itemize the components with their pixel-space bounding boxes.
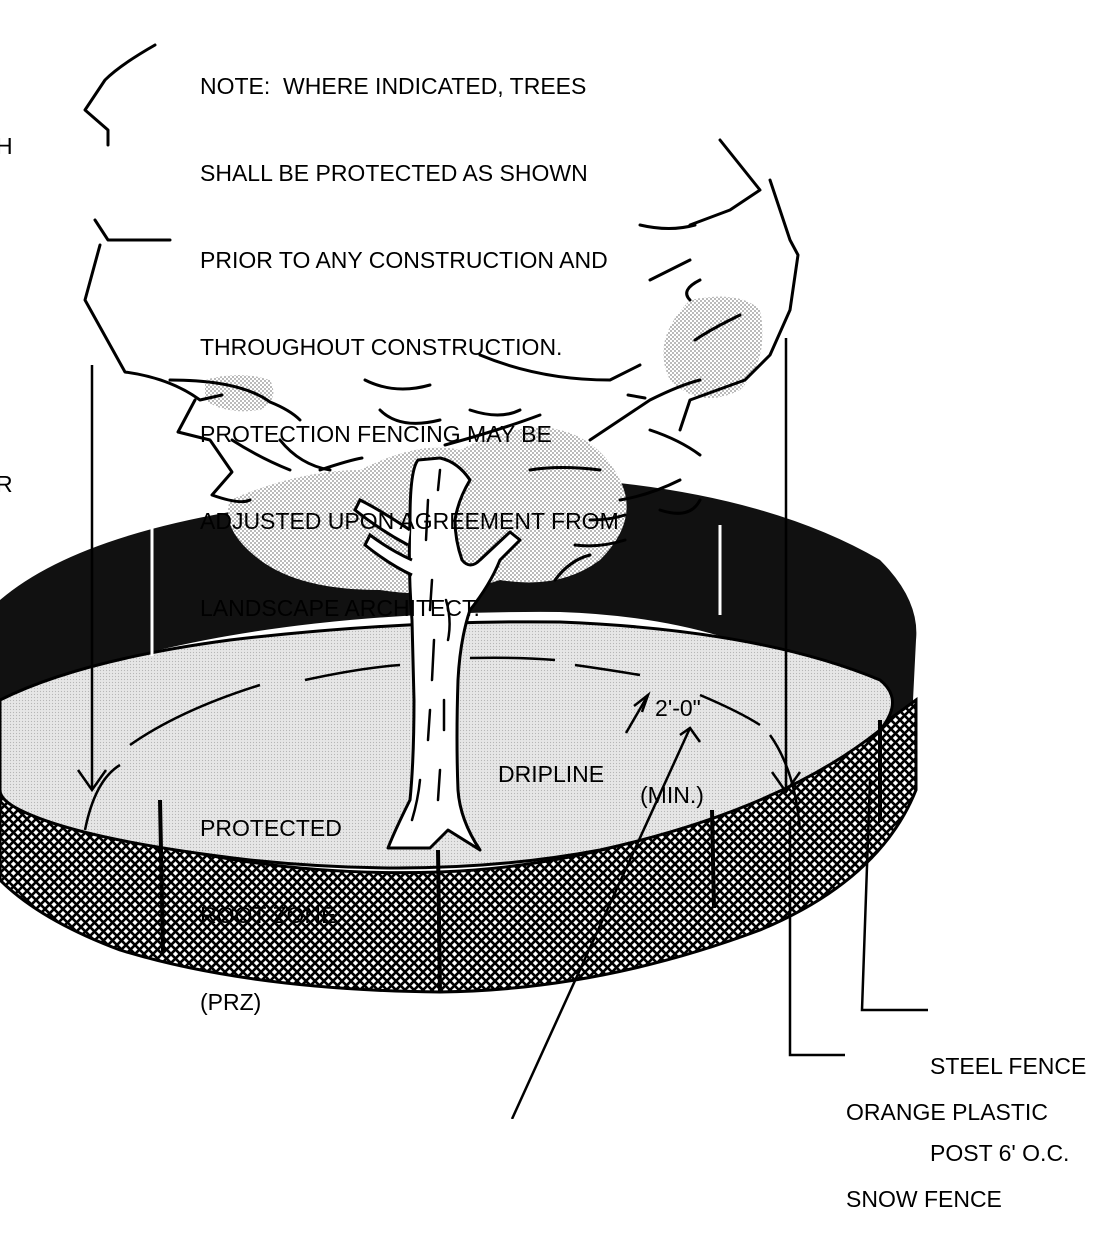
snow-fence-callout: ORANGE PLASTIC SNOW FENCE <box>846 1040 1048 1243</box>
tree-protection-detail-drawing <box>0 43 928 1119</box>
note-line-3: PRIOR TO ANY CONSTRUCTION AND <box>200 247 608 273</box>
steel-post-line-1: STEEL FENCE <box>930 1053 1087 1079</box>
note-line-7: LANDSCAPE ARCHITECT. <box>200 595 480 621</box>
back-fence-posts <box>150 525 722 656</box>
note-line-5: PROTECTION FENCING MAY BE <box>200 421 552 447</box>
snow-fence-line-1: ORANGE PLASTIC <box>846 1099 1048 1125</box>
tree-trunk <box>353 456 522 852</box>
note-line-2: SHALL BE PROTECTED AS SHOWN <box>200 160 588 186</box>
steel-fence-posts <box>158 720 882 993</box>
offset-dimension-label: 2'-0" (MIN.) <box>640 636 704 839</box>
canopy-shade-right <box>663 296 763 398</box>
offset-min: (MIN.) <box>640 782 704 808</box>
note-line-6: ADJUSTED UPON AGREEMENT FROM <box>200 508 619 534</box>
note-line-1: NOTE: WHERE INDICATED, TREES <box>200 73 587 99</box>
note-line-4: THROUGHOUT CONSTRUCTION. <box>200 334 563 360</box>
prz-label-line-2: ROOT ZONE <box>200 902 337 928</box>
edge-fragment-r: R <box>0 471 13 497</box>
dripline-arc <box>83 656 802 831</box>
construction-note: NOTE: WHERE INDICATED, TREES SHALL BE PR… <box>200 14 619 652</box>
indicator-arrows <box>76 338 802 1119</box>
prz-label: PROTECTED ROOT ZONE (PRZ) <box>200 756 342 1046</box>
edge-fragment-h: H <box>0 133 13 159</box>
fence-front-wall <box>0 697 918 994</box>
snow-fence-line-2: SNOW FENCE <box>846 1186 1002 1212</box>
offset-value: 2'-0" <box>655 695 701 721</box>
prz-label-line-3: (PRZ) <box>200 989 262 1015</box>
fence-back-wall <box>0 478 917 760</box>
canopy-outline <box>83 43 800 582</box>
prz-label-line-1: PROTECTED <box>200 815 342 841</box>
dripline-label: DRIPLINE <box>498 761 605 787</box>
leader-lines <box>788 779 928 1057</box>
